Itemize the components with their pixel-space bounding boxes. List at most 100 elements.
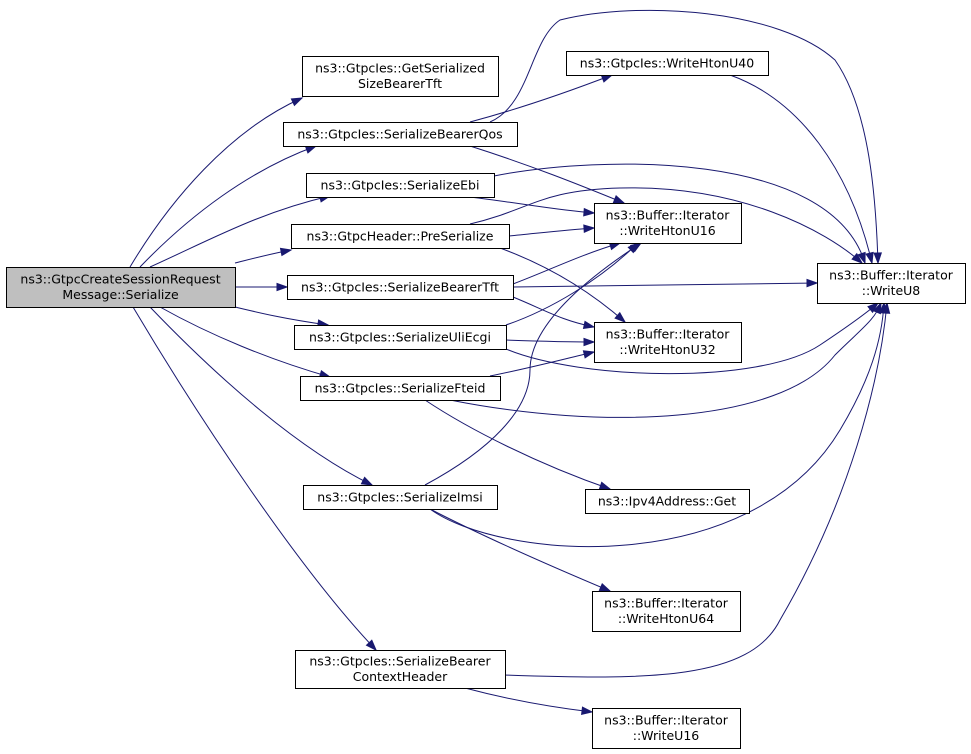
node-label: ns3::Buffer::Iterator [606,327,731,342]
node-writeHtonU40[interactable]: ns3::GtpcIes::WriteHtonU40 [566,51,769,76]
node-serEbi[interactable]: ns3::GtpcIes::SerializeEbi [306,173,495,198]
node-label: ::WriteHtonU64 [618,611,714,626]
arrowhead-icon [279,247,293,257]
arrowhead-icon [581,706,594,716]
node-writeU8[interactable]: ns3::Buffer::Iterator::WriteU8 [817,263,966,304]
node-label: ::WriteU8 [862,283,921,298]
edge-root-to-getSerSize [129,97,304,268]
node-writeHtonU16[interactable]: ns3::Buffer::Iterator::WriteHtonU16 [594,203,742,244]
edge-serBearerTft-to-writeU8 [512,278,819,288]
arrowhead-icon [851,252,864,264]
node-label: ns3::GtpcIes::SerializeBearerTft [301,279,499,294]
edge-serUliEcgi-to-writeU8 [505,302,880,375]
edge-line [429,508,611,592]
edge-serImsi-to-writeHtonU64 [429,508,612,592]
node-box [592,708,741,749]
edge-root-to-preSerialize [234,247,293,264]
node-label: ContextHeader [353,669,448,684]
edge-serBearerQos-to-writeU8 [489,9,882,265]
edge-serFteid-to-ipv4Get [424,399,612,490]
edge-line [505,242,639,326]
node-ipv4Get[interactable]: ns3::Ipv4Address::Get [585,489,750,514]
edge-serBearerTft-to-writeHtonU32 [512,296,596,329]
node-serBearerTft[interactable]: ns3::GtpcIes::SerializeBearerTft [287,275,514,300]
node-box [291,224,510,249]
edge-line [424,399,611,490]
node-box [306,173,495,198]
node-root[interactable]: ns3::GtpcCreateSessionRequestMessage::Se… [6,267,236,308]
arrowhead-icon [614,311,627,323]
edge-root-to-serBearerQos [139,145,318,268]
node-label: ns3::GtpcIes::SerializeBearer [309,654,491,669]
arrowhead-icon [582,350,596,359]
node-serImsi[interactable]: ns3::GtpcIes::SerializeImsi [303,485,498,510]
node-label: ns3::Buffer::Iterator [829,268,954,283]
node-label: ns3::GtpcIes::SerializeImsi [317,489,482,504]
edge-line [505,302,879,375]
arrowhead-icon [583,224,596,234]
edge-line [129,97,303,268]
edge-line [499,247,626,323]
node-serFteid[interactable]: ns3::GtpcIes::SerializeFteid [300,376,501,401]
node-box [295,650,506,689]
edge-root-to-serBearerCtx [132,306,378,652]
edge-root-to-serUliEcgi [234,306,330,328]
node-box [6,267,236,308]
node-serUliEcgi[interactable]: ns3::GtpcIes::SerializeUliEcgi [294,325,507,350]
node-serBearerCtx[interactable]: ns3::GtpcIes::SerializeBearerContextHead… [295,650,506,689]
node-box [592,591,741,632]
arrowhead-icon [598,481,612,490]
edge-serBearerCtx-to-writeU8 [504,301,891,678]
arrowhead-icon [881,301,891,314]
edge-line [489,9,879,264]
edge-line [505,339,595,343]
edge-line [424,242,642,486]
arrowhead-icon [598,582,612,592]
node-box [300,376,501,401]
node-label: ns3::Buffer::Iterator [604,596,729,611]
node-serBearerQos[interactable]: ns3::GtpcIes::SerializeBearerQos [283,122,518,147]
arrowhead-icon [290,97,304,107]
edge-serEbi-to-writeU8 [493,163,866,265]
edge-line [512,242,621,285]
node-label: ns3::Ipv4Address::Get [598,493,736,508]
node-box [817,263,966,304]
node-writeHtonU64[interactable]: ns3::Buffer::Iterator::WriteHtonU64 [592,591,741,632]
node-label: ::WriteHtonU16 [619,223,715,238]
arrowhead-icon [857,251,866,265]
arrowhead-icon [360,476,374,486]
node-box [594,322,742,363]
edge-preSerialize-to-writeHtonU16 [508,224,596,237]
edge-serImsi-to-writeHtonU16 [424,242,643,486]
nodes-layer: ns3::GtpcCreateSessionRequestMessage::Se… [6,51,966,749]
edge-line [159,306,331,378]
arrowhead-icon [582,320,596,329]
edge-serUliEcgi-to-writeHtonU16 [505,241,640,326]
node-label: ns3::GtpcIes::SerializeBearerQos [297,126,502,141]
arrowhead-icon [865,251,874,265]
edge-root-to-serBearerTft [235,282,289,292]
node-writeHtonU32[interactable]: ns3::Buffer::Iterator::WriteHtonU32 [594,322,742,363]
arrowhead-icon [629,242,643,253]
node-preSerialize[interactable]: ns3::GtpcHeader::PreSerialize [291,224,510,249]
edge-line [469,196,595,214]
edge-writeHtonU40-to-writeU8 [729,74,874,265]
node-box [283,122,518,147]
node-label: ns3::GtpcCreateSessionRequest [20,272,220,287]
edge-line [469,145,625,204]
edge-line [469,187,863,264]
arrowhead-icon [612,195,626,204]
edge-serBearerTft-to-writeHtonU16 [512,241,622,285]
node-box [294,325,507,350]
edge-line [429,302,885,548]
edge-serUliEcgi-to-writeHtonU32 [505,337,596,347]
node-label: ns3::Buffer::Iterator [604,713,729,728]
node-label: ::WriteU16 [633,728,700,743]
edge-line [449,302,882,418]
node-writeU16[interactable]: ns3::Buffer::Iterator::WriteU16 [592,708,741,749]
node-label: ::WriteHtonU32 [619,342,715,357]
node-label: ns3::GtpcHeader::PreSerialize [307,228,494,243]
edge-serBearerQos-to-writeHtonU40 [469,74,614,123]
arrowhead-icon [583,337,596,347]
